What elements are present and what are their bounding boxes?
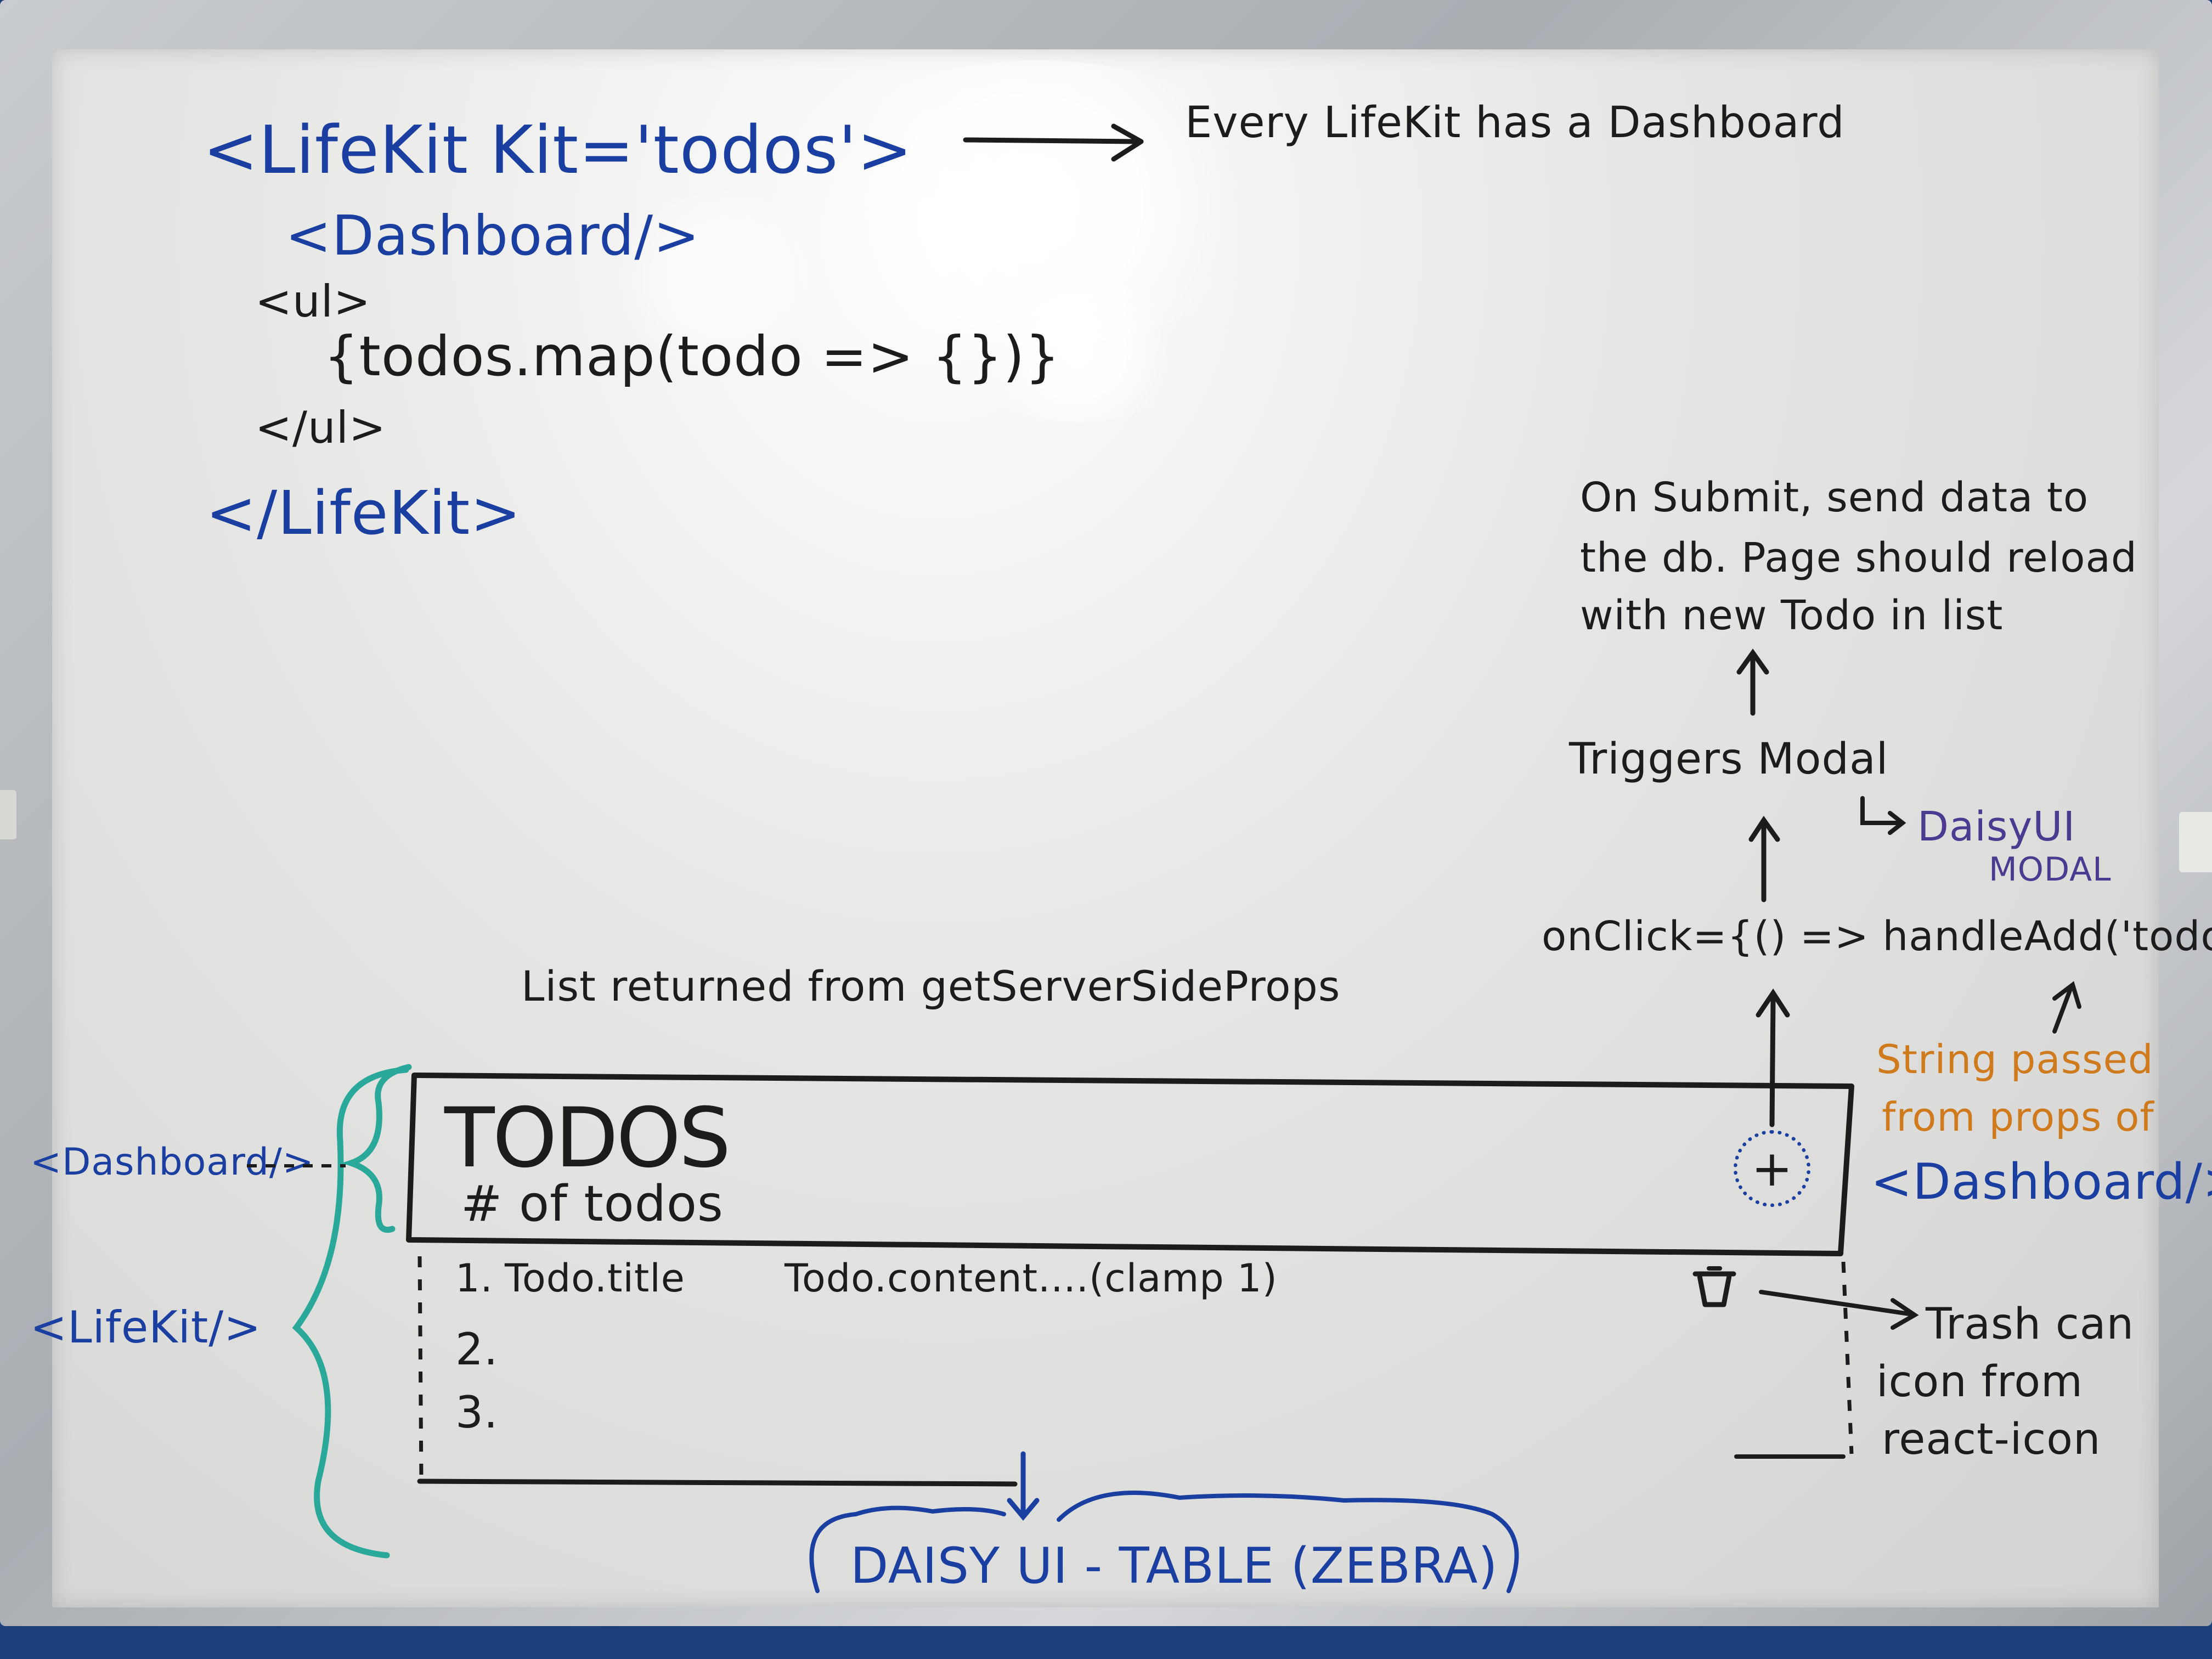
- code-line-map: {todos.map(todo => {})}: [324, 324, 1060, 388]
- note-on-submit-2: the db. Page should reload: [1580, 534, 2137, 582]
- code-line-ul-open: <ul>: [255, 276, 371, 327]
- board-bracket: [0, 790, 16, 839]
- note-dashboard-tag: <Dashboard/>: [1871, 1153, 2212, 1211]
- note-list-returned: List returned from getServerSideProps: [521, 962, 1341, 1011]
- sketch-row-1-content: Todo.content....(clamp 1): [785, 1256, 1278, 1301]
- board-bracket: [2179, 812, 2212, 872]
- note-on-submit-1: On Submit, send data to: [1580, 474, 2089, 521]
- label-lifekit-left: <LifeKit/>: [30, 1302, 262, 1353]
- note-trash-1: Trash can: [1926, 1300, 2135, 1349]
- light-glare: [963, 280, 1193, 422]
- sketch-row-2-num: 2.: [455, 1324, 499, 1375]
- sketch-row-3-num: 3.: [455, 1387, 499, 1438]
- sketch-todos-count: # of todos: [461, 1175, 724, 1233]
- note-on-submit-3: with new Todo in list: [1580, 592, 2004, 639]
- note-string-passed-2: from props of: [1882, 1094, 2154, 1140]
- trash-can-icon: [1692, 1266, 1736, 1307]
- note-every-lifekit: Every LifeKit has a Dashboard: [1185, 98, 1845, 148]
- code-line-ul-close: </ul>: [255, 402, 386, 453]
- note-triggers-modal: Triggers Modal: [1569, 735, 1889, 784]
- sketch-row-1-title: Todo.title: [505, 1256, 685, 1301]
- code-line-lifekit-close: </LifeKit>: [206, 478, 522, 548]
- note-daisyui-modal-1: DaisyUI: [1917, 803, 2076, 850]
- note-trash-3: react-icon: [1882, 1415, 2101, 1464]
- note-daisyui-modal-2: MODAL: [1989, 850, 2112, 889]
- sketch-row-1-num: 1.: [455, 1256, 493, 1301]
- label-dashboard-left: <Dashboard/>: [30, 1141, 314, 1184]
- add-todo-plus-icon: +: [1734, 1130, 1810, 1207]
- code-line-lifekit-open: <LifeKit Kit='todos'>: [203, 112, 913, 189]
- code-line-dashboard: <Dashboard/>: [285, 204, 700, 268]
- note-daisyui-table: DAISY UI - TABLE (ZEBRA): [850, 1537, 1498, 1595]
- note-string-passed-1: String passed: [1876, 1036, 2154, 1082]
- note-trash-2: icon from: [1876, 1357, 2084, 1407]
- note-onclick: onClick={() => handleAdd('todos')}: [1542, 913, 2212, 960]
- sketch-todos-title: TODOS: [444, 1091, 731, 1186]
- light-glare: [601, 192, 831, 368]
